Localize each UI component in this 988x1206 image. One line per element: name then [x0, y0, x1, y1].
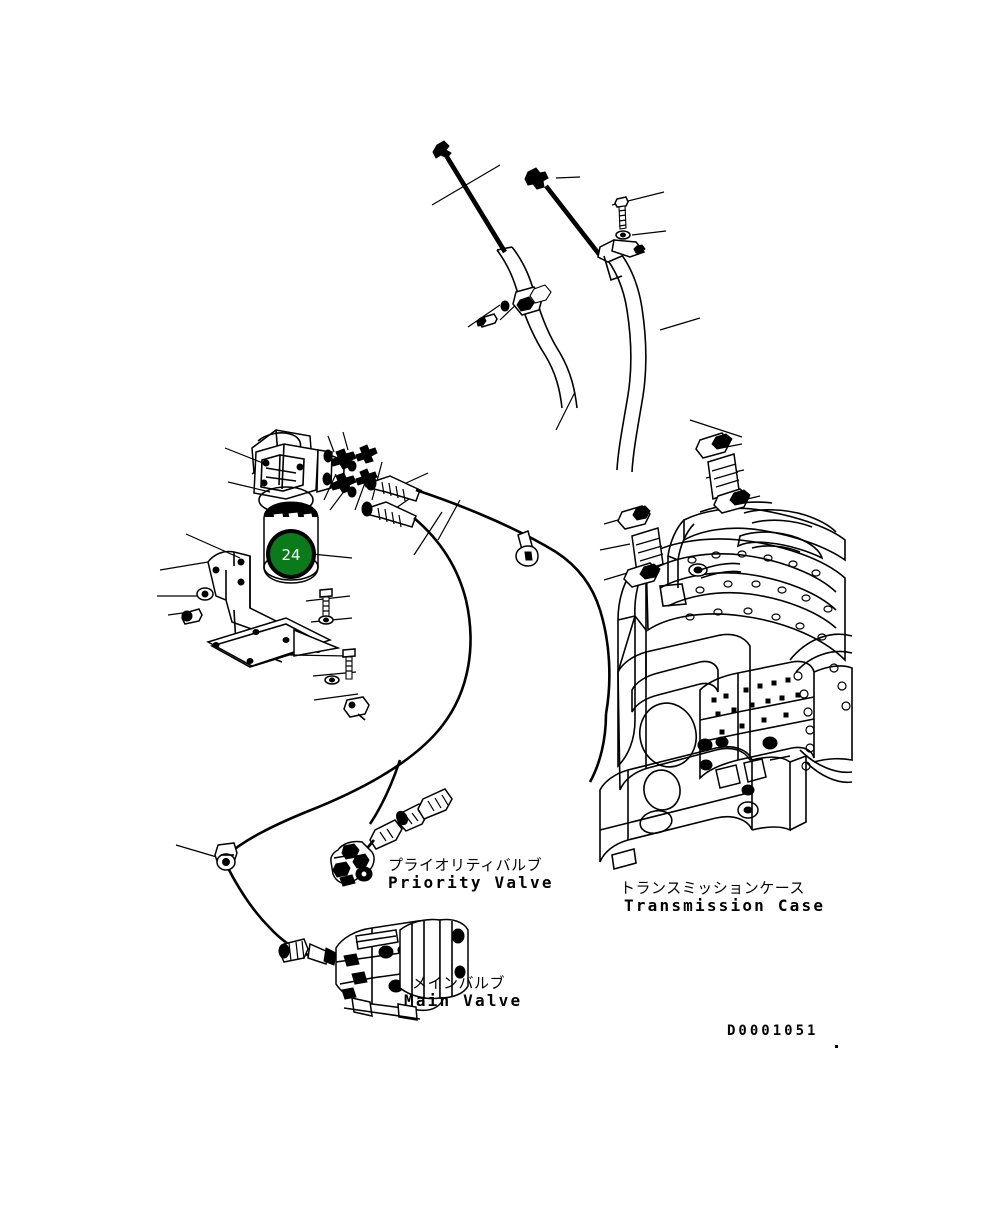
drawing-number: D0001051: [727, 1023, 818, 1039]
caption-transmission-case-en: Transmission Case: [624, 896, 825, 915]
caption-main-valve-en: Main Valve: [404, 991, 522, 1010]
callout-number-label: 24: [281, 546, 300, 564]
part-24-callout-marker[interactable]: 24: [266, 529, 316, 579]
steel-tube-left: [432, 140, 578, 409]
registration-mark: [835, 1045, 838, 1048]
elbow-fittings-pump: [322, 444, 378, 498]
bracket-bolts-washers: [181, 587, 370, 721]
caption-main-valve-jp: メインバルブ: [412, 974, 505, 992]
hose-sleeve-fittings-left: [617, 432, 751, 588]
caption-transmission-case-jp: トランスミッションケース: [620, 879, 805, 897]
caption-priority-valve-jp: プライオリティバルブ: [388, 856, 542, 874]
priority-valve-body: [330, 788, 453, 887]
caption-priority-valve-en: Priority Valve: [388, 873, 554, 892]
transmission-case-body: [599, 501, 853, 871]
mounting-bracket: [206, 550, 341, 668]
leader-lines-upper: [431, 164, 761, 581]
steel-tube-right: [524, 167, 647, 473]
caption-priority-valve: プライオリティバルブ Priority Valve: [388, 856, 554, 892]
main-valve-body: [278, 918, 469, 1021]
caption-transmission-case: トランスミッションケース Transmission Case: [620, 879, 825, 915]
caption-main-valve: メインバルブ Main Valve: [404, 974, 522, 1010]
hose-couplings-pump: [361, 475, 421, 528]
hose-end-connector-left: [214, 842, 238, 871]
leader-lines-pump-group: [157, 431, 461, 859]
